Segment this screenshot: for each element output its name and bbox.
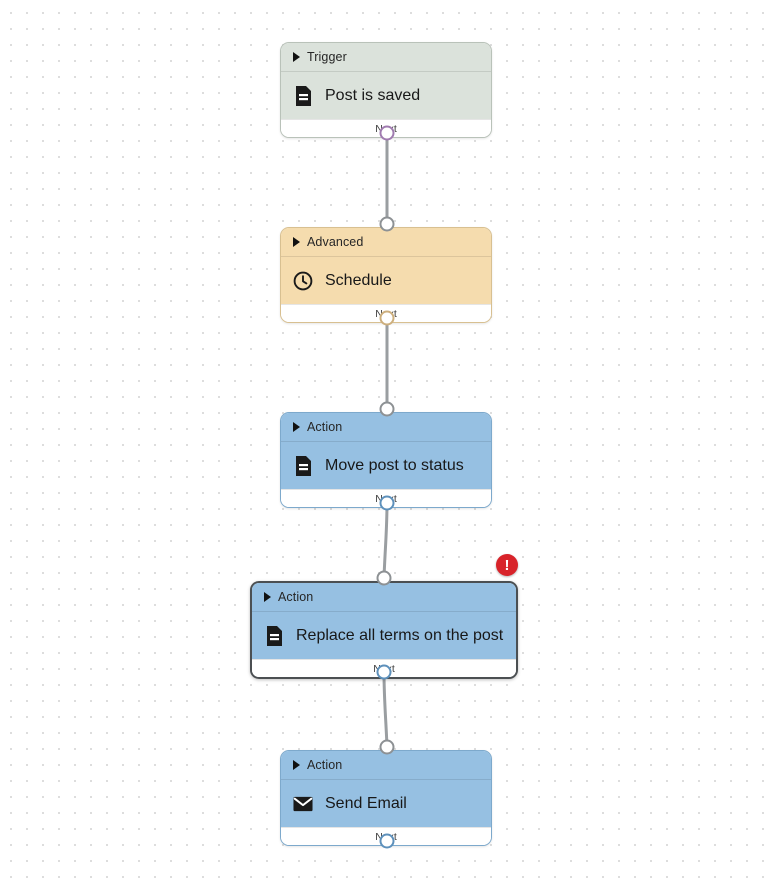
- node-header[interactable]: Advanced: [281, 228, 491, 256]
- clock-icon: [293, 271, 313, 291]
- node-header[interactable]: Action: [281, 751, 491, 779]
- node-body[interactable]: Send Email: [281, 779, 491, 827]
- node-title: Move post to status: [325, 456, 464, 474]
- node-title: Replace all terms on the post: [296, 626, 504, 644]
- node-title: Schedule: [325, 271, 392, 289]
- node-title: Post is saved: [325, 86, 421, 104]
- node-header[interactable]: Action: [252, 583, 516, 611]
- chevron-right-icon[interactable]: [293, 52, 300, 62]
- node-title: Send Email: [325, 794, 407, 812]
- port-action3-input[interactable]: [379, 739, 395, 755]
- node-category-label: Advanced: [307, 235, 364, 249]
- document-icon: [293, 85, 313, 106]
- error-badge-symbol: !: [504, 556, 510, 574]
- chevron-right-icon[interactable]: [293, 760, 300, 770]
- node-body[interactable]: Replace all terms on the post: [252, 611, 516, 659]
- node-body[interactable]: Move post to status: [281, 441, 491, 489]
- edge-action2-to-action3: [382, 670, 389, 749]
- port-action1-output[interactable]: [379, 495, 395, 511]
- node-header[interactable]: Trigger: [281, 43, 491, 71]
- node-category-label: Action: [307, 758, 343, 772]
- workflow-node-replace-all-terms[interactable]: Action Replace all terms on the post Nex…: [250, 581, 518, 679]
- port-advanced-output[interactable]: [379, 310, 395, 326]
- chevron-right-icon[interactable]: [264, 592, 271, 602]
- node-body[interactable]: Post is saved: [281, 71, 491, 119]
- edge-action1-to-action2: [382, 501, 389, 580]
- port-trigger-output[interactable]: [379, 125, 395, 141]
- document-icon: [293, 455, 313, 476]
- port-action2-output[interactable]: [376, 664, 392, 680]
- chevron-right-icon[interactable]: [293, 422, 300, 432]
- port-action3-output[interactable]: [379, 833, 395, 849]
- node-category-label: Trigger: [307, 50, 347, 64]
- port-advanced-input[interactable]: [379, 216, 395, 232]
- port-action2-input[interactable]: [376, 570, 392, 586]
- node-category-label: Action: [307, 420, 343, 434]
- port-action1-input[interactable]: [379, 401, 395, 417]
- chevron-right-icon[interactable]: [293, 237, 300, 247]
- workflow-node-trigger[interactable]: Trigger Post is saved Next: [280, 42, 492, 138]
- envelope-icon: [293, 794, 313, 814]
- document-icon: [264, 625, 284, 646]
- node-body[interactable]: Schedule: [281, 256, 491, 304]
- workflow-node-advanced[interactable]: Advanced Schedule Next: [280, 227, 492, 323]
- workflow-node-move-post-to-status[interactable]: Action Move post to status Next: [280, 412, 492, 508]
- error-badge[interactable]: !: [496, 554, 518, 576]
- node-category-label: Action: [278, 590, 314, 604]
- workflow-node-send-email[interactable]: Action Send Email Next: [280, 750, 492, 846]
- node-header[interactable]: Action: [281, 413, 491, 441]
